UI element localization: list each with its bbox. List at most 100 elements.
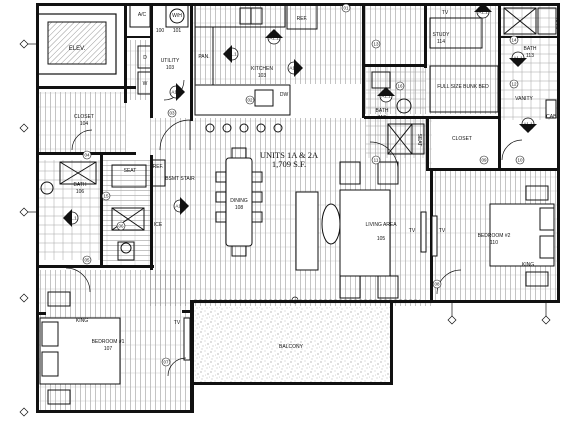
- room-tag-living-area: 105: [377, 236, 386, 242]
- section-marker-bath-right-a: A1.1: [509, 51, 527, 67]
- room-tag-utility: 103: [166, 65, 175, 71]
- svg-text:10: 10: [517, 158, 523, 163]
- door-tag: 12: [509, 79, 519, 89]
- svg-text:A1.1: A1.1: [67, 216, 77, 221]
- room-label-bath-left: BATH: [74, 182, 87, 188]
- svg-text:13: 13: [373, 42, 379, 47]
- section-marker-utility: A1.1: [169, 83, 185, 101]
- plan-title-line1: UNITS 1A & 2A: [260, 150, 319, 160]
- svg-text:A1.1: A1.1: [381, 94, 391, 99]
- door-tag: 01: [341, 3, 351, 13]
- room-label-ref-hall: REF.: [153, 164, 164, 170]
- svg-text:A1.1: A1.1: [289, 66, 299, 71]
- section-marker-study: A1.1: [474, 3, 492, 19]
- section-marker-kitchen-left: A1.1: [223, 45, 239, 63]
- svg-text:12: 12: [511, 82, 517, 87]
- section-markers: A1.1 A1.1 A1.1 A1.1 A1.1 A1.1: [63, 3, 537, 227]
- door-tag: 03: [167, 108, 177, 118]
- section-marker-kitchen-right: A1.1: [287, 59, 303, 77]
- door-tag: 10: [515, 155, 525, 165]
- room-label-wh: W/H: [172, 13, 182, 19]
- room-label-ac: A/C: [138, 12, 147, 18]
- room-label-dw: DW: [280, 92, 289, 98]
- room-label-balcony: BALCONY: [279, 344, 304, 350]
- room-label-dining: DINING: [230, 198, 248, 204]
- room-label-king-bedroom1: KING: [76, 318, 88, 324]
- door-tag: 07: [161, 357, 171, 367]
- room-label-king-bedroom2: KING: [522, 262, 534, 268]
- room-label-living-area: LIVING AREA: [365, 222, 397, 228]
- plan-title-line2: 1,709 S.F.: [272, 159, 306, 169]
- room-label-seat-left: SEAT: [124, 168, 137, 174]
- door-tag: 06: [116, 221, 126, 231]
- room-label-pan: PAN.: [198, 54, 209, 60]
- room-label-tv-bedroom2: TV: [439, 228, 446, 234]
- svg-text:06: 06: [118, 224, 124, 229]
- door-tag: 02: [245, 95, 255, 105]
- svg-text:A1.1: A1.1: [513, 56, 523, 61]
- room-label-elev: ELEV.: [69, 46, 86, 52]
- room-label-vanity: VANITY: [515, 96, 533, 102]
- room-label-closet-left: CLOSET: [74, 114, 94, 120]
- room-label-bunk-bed: FULL SIZE BUNK BED: [437, 84, 489, 90]
- door-tag: 15: [101, 191, 111, 201]
- svg-text:A1.1: A1.1: [478, 10, 488, 15]
- room-label-closet-center: CLOSET: [452, 136, 472, 142]
- svg-text:05: 05: [84, 258, 90, 263]
- room-tag-bedroom1: 107: [104, 346, 113, 352]
- svg-text:14: 14: [511, 38, 517, 43]
- section-marker-bath-left: A1.1: [63, 209, 79, 227]
- room-tag-dining: 108: [235, 205, 244, 211]
- room-label-cab: CAB.: [546, 114, 558, 120]
- room-label-seat-center: SEAT: [416, 134, 422, 147]
- room-label-w: W: [143, 81, 148, 87]
- room-label-kitchen: KITCHEN: [251, 66, 273, 72]
- room-tag-study: 114: [437, 39, 445, 45]
- svg-text:01: 01: [343, 6, 349, 11]
- door-tags: 01 02 03 04 05 06 07 08 09 10 11 12 13 1…: [82, 3, 525, 367]
- svg-text:11: 11: [374, 158, 379, 163]
- room-tag-closet-left: 104: [80, 121, 89, 127]
- room-label-study: STUDY: [433, 32, 451, 38]
- door-tag: 09: [479, 155, 489, 165]
- svg-text:16: 16: [397, 84, 403, 89]
- svg-text:02: 02: [247, 98, 253, 103]
- door-swings: [65, 79, 523, 377]
- room-tag-bath-center: 112: [378, 115, 386, 121]
- section-marker-kitchen-top: A1.1: [265, 29, 283, 45]
- svg-text:A1.1: A1.1: [523, 122, 533, 127]
- svg-text:04: 04: [84, 153, 90, 158]
- room-tag-bath-left: 106: [76, 189, 85, 195]
- room-label-ice: ICE: [154, 222, 163, 228]
- room-label-ref-kitchen: REF.: [297, 16, 308, 22]
- svg-text:03: 03: [169, 111, 175, 116]
- door-tag: 11: [371, 155, 381, 165]
- section-marker-hall: A1.1: [173, 197, 189, 215]
- room-tag-kitchen: 103: [258, 73, 267, 79]
- room-label-tv-bedroom1: TV: [174, 320, 181, 326]
- svg-text:09: 09: [481, 158, 487, 163]
- room-label-tv-living: TV: [409, 228, 416, 234]
- room-tag-bath-top-right: 113: [526, 53, 534, 59]
- door-tag: 04: [82, 150, 92, 160]
- room-label-d: D: [143, 55, 147, 61]
- room-label-bath-top-right: BATH: [524, 46, 537, 52]
- room-tag-bedroom2: 110: [490, 240, 498, 246]
- grid-markers: [19, 39, 551, 417]
- door-tag: 14: [509, 35, 519, 45]
- section-marker-bath-center: A1.1: [377, 87, 395, 103]
- svg-text:A1.1: A1.1: [227, 52, 237, 57]
- svg-text:A1.1: A1.1: [171, 90, 181, 95]
- room-label-utility: UTILITY: [161, 58, 180, 64]
- room-label-bedroom1: BEDROOM #1: [92, 339, 125, 345]
- svg-text:A1.1: A1.1: [269, 36, 279, 41]
- svg-text:15: 15: [103, 194, 109, 199]
- room-labels: ELEV. A/C W/H 100 101 D W UTILITY 103 PA…: [69, 10, 560, 352]
- svg-text:08: 08: [434, 282, 440, 287]
- door-tag: 16: [395, 81, 405, 91]
- svg-text:A1.1: A1.1: [175, 204, 185, 209]
- room-tag-wh: 101: [173, 28, 182, 34]
- room-label-bath-center: BATH: [376, 108, 389, 114]
- svg-text:07: 07: [163, 360, 169, 365]
